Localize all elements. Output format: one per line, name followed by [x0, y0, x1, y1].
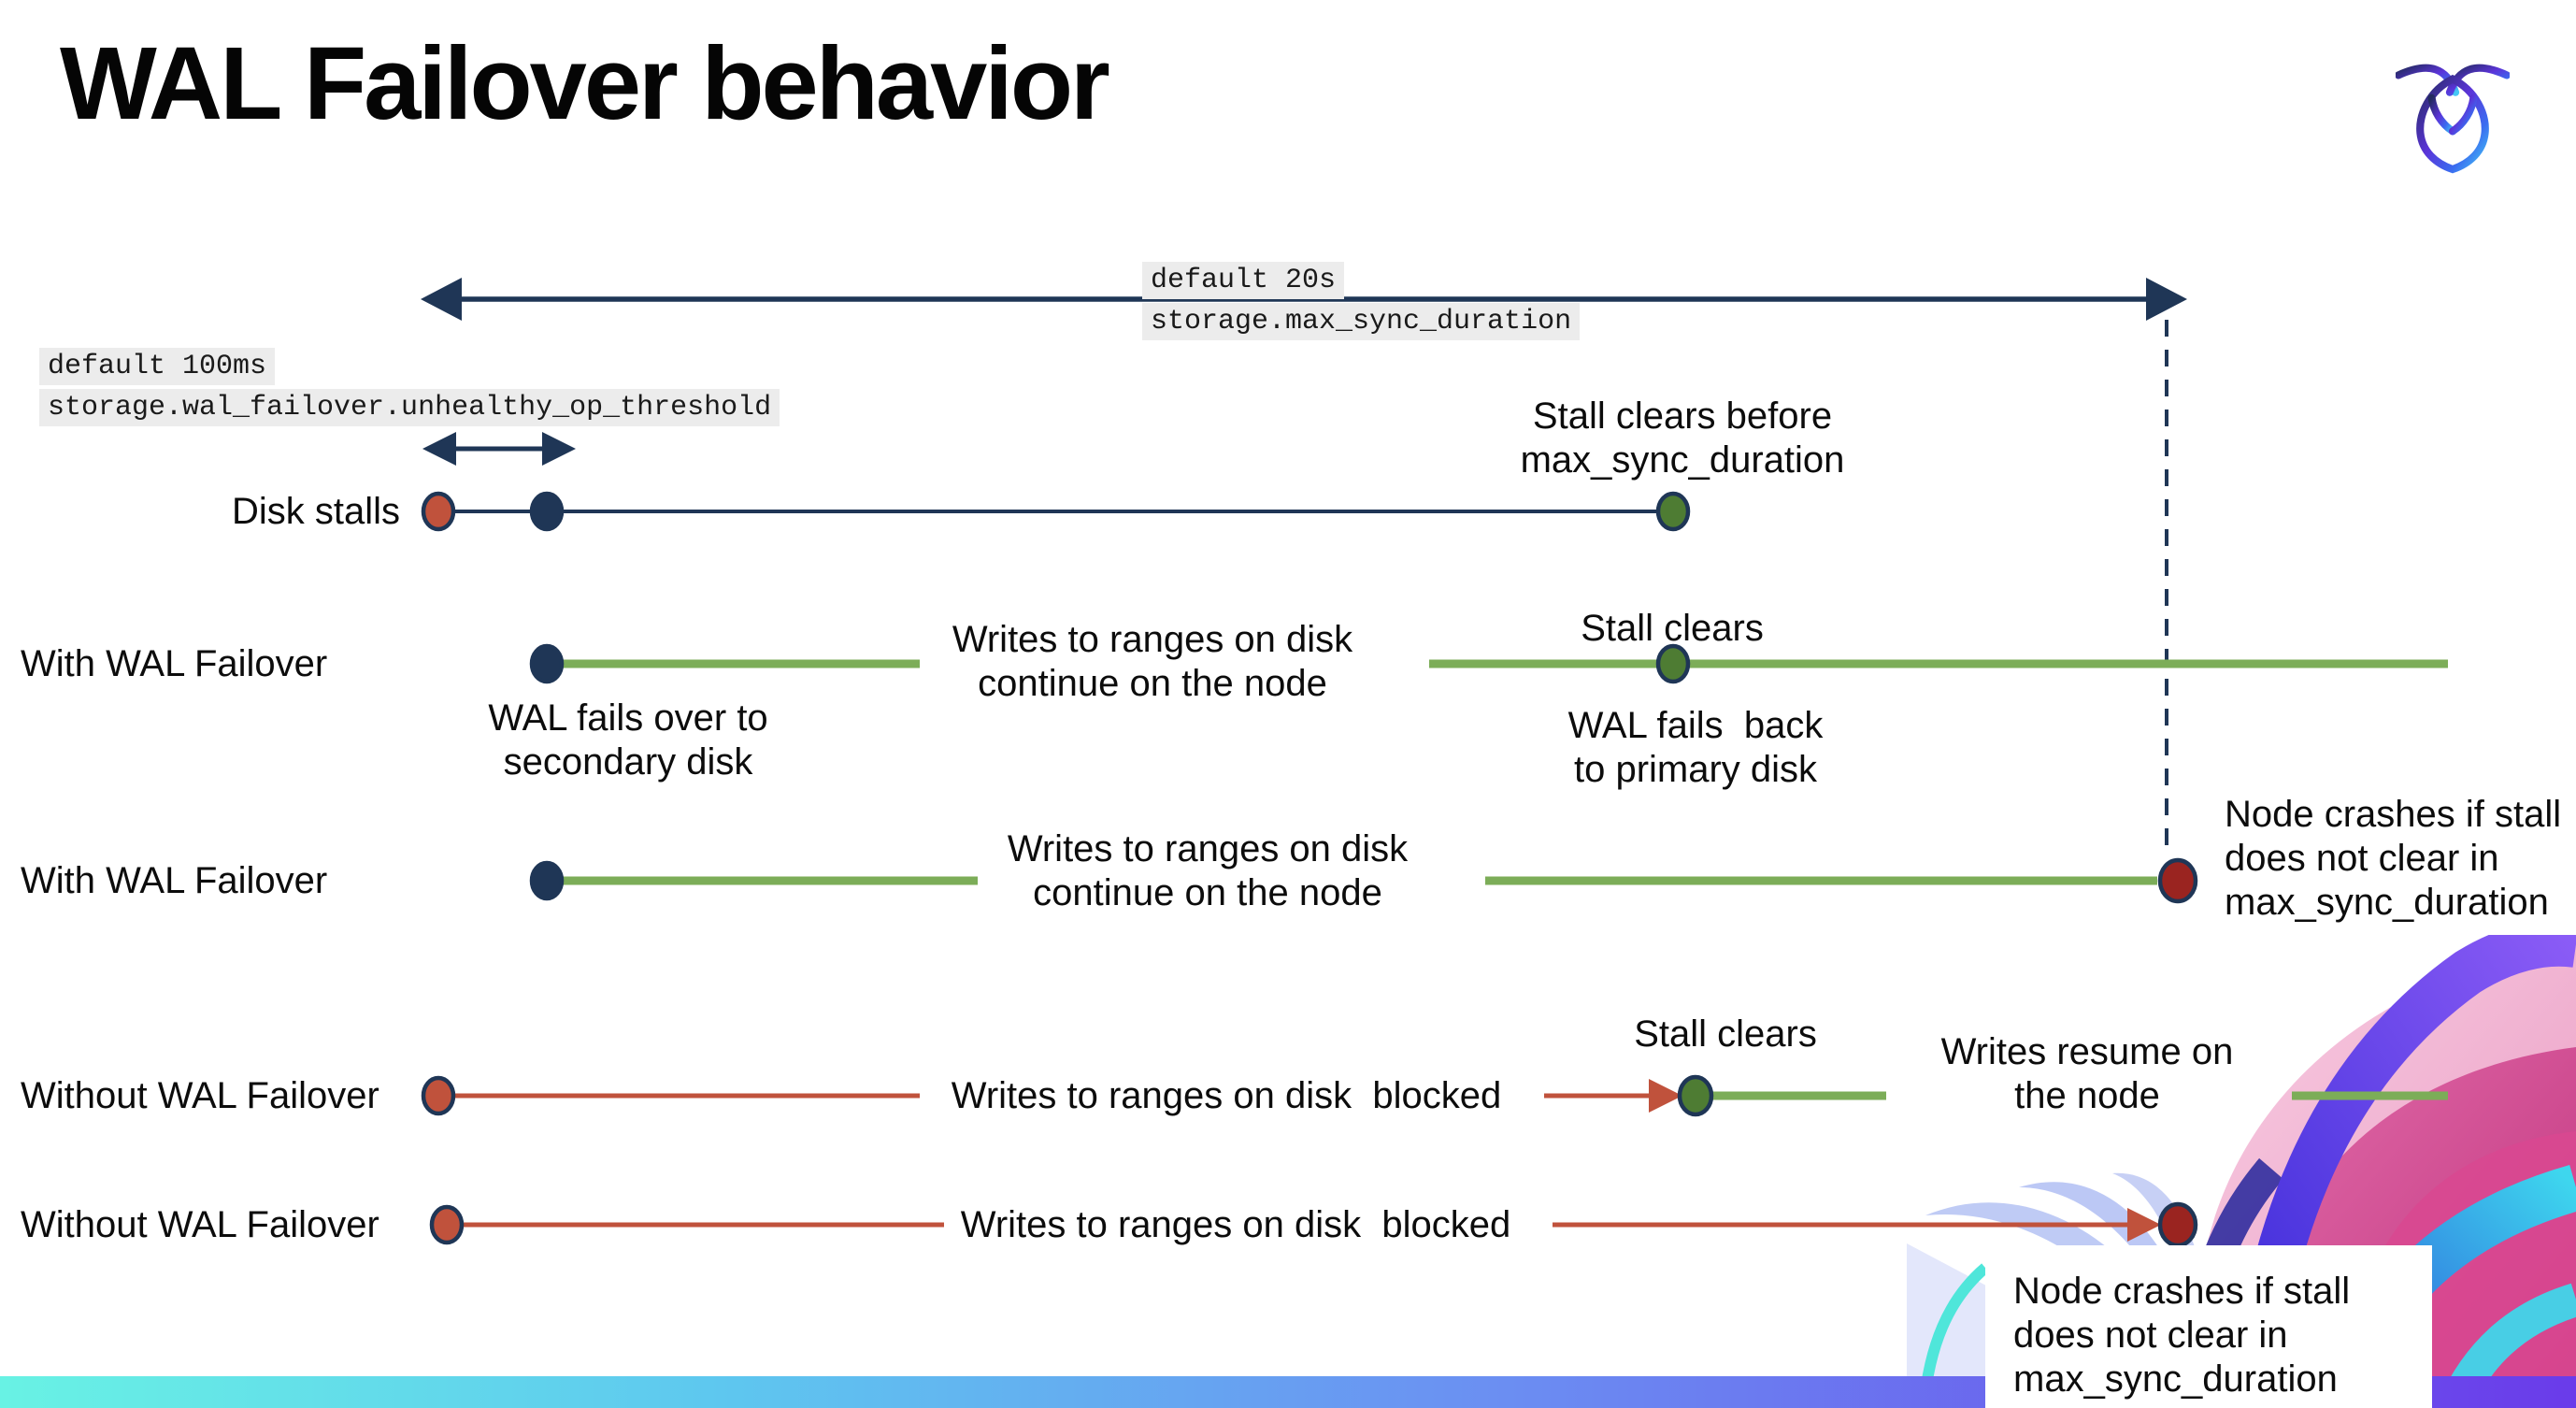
unhealthy-op-setting-label: default 100ms storage.wal_failover.unhea… [39, 348, 780, 430]
note-stall-clears-row4: Stall clears [1634, 1013, 1817, 1055]
row-label-without-wal-1: Without WAL Failover [21, 1075, 379, 1116]
note-writes-blocked-2: Writes to ranges on disk blocked [960, 1204, 1511, 1245]
page-title: WAL Failover behavior [60, 26, 1110, 141]
note-writes-continue-1: Writes to ranges on disk continue on the… [952, 619, 1353, 704]
unhealthy-op-default-value: default 100ms [39, 348, 276, 385]
max-sync-setting-label: default 20s storage.max_sync_duration [1142, 262, 1581, 344]
max-sync-setting-name: storage.max_sync_duration [1142, 303, 1581, 340]
note-stall-clears-before: Stall clears before max_sync_duration [1520, 395, 1845, 481]
note-stall-clears-row2: Stall clears [1581, 608, 1764, 649]
cockroachdb-logo-icon [2394, 43, 2512, 179]
row-label-disk-stalls: Disk stalls [231, 491, 400, 532]
stall-clears-dot-row4 [1677, 1074, 1714, 1117]
row-label-without-wal-2: Without WAL Failover [21, 1204, 379, 1245]
failover-dot-row3 [529, 860, 565, 901]
disk-stall-start-dot [421, 491, 456, 532]
stall-clears-dot-row1 [1655, 491, 1691, 532]
crash-callout-box: Node crashes if stall does not clear in … [1985, 1245, 2432, 1408]
blocked-red-arrowhead-2 [2127, 1208, 2161, 1242]
note-writes-continue-2: Writes to ranges on disk continue on the… [1007, 828, 1409, 913]
unhealthy-op-setting-name: storage.wal_failover.unhealthy_op_thresh… [39, 389, 780, 426]
node-crash-dot-row5 [2157, 1201, 2198, 1248]
note-wal-fails-over: WAL fails over to secondary disk [488, 697, 768, 783]
note-node-crashes-row5: Node crashes if stall does not clear in … [2013, 1271, 2351, 1400]
node-crash-dot-row3 [2157, 857, 2198, 904]
stall-start-dot-row5 [429, 1204, 465, 1245]
note-writes-blocked-1: Writes to ranges on disk blocked [951, 1075, 1502, 1116]
threshold-reached-dot [529, 491, 565, 532]
failover-dot-row2 [529, 643, 565, 684]
blocked-red-arrowhead-1 [1649, 1079, 1682, 1113]
max-sync-duration-arrow [421, 278, 2187, 321]
stall-clears-dot-row2 [1655, 643, 1691, 684]
row-label-with-wal-2: With WAL Failover [21, 860, 328, 901]
max-sync-default-value: default 20s [1142, 262, 1345, 299]
unhealthy-op-threshold-arrow [422, 432, 576, 466]
note-node-crashes-row3: Node crashes if stall does not clear in … [2225, 794, 2562, 923]
note-wal-fails-back: WAL fails back to primary disk [1567, 705, 1824, 790]
note-writes-resume: Writes resume on the node [1940, 1031, 2234, 1116]
stall-start-dot-row4 [421, 1075, 456, 1116]
row-label-with-wal-1: With WAL Failover [21, 643, 328, 684]
